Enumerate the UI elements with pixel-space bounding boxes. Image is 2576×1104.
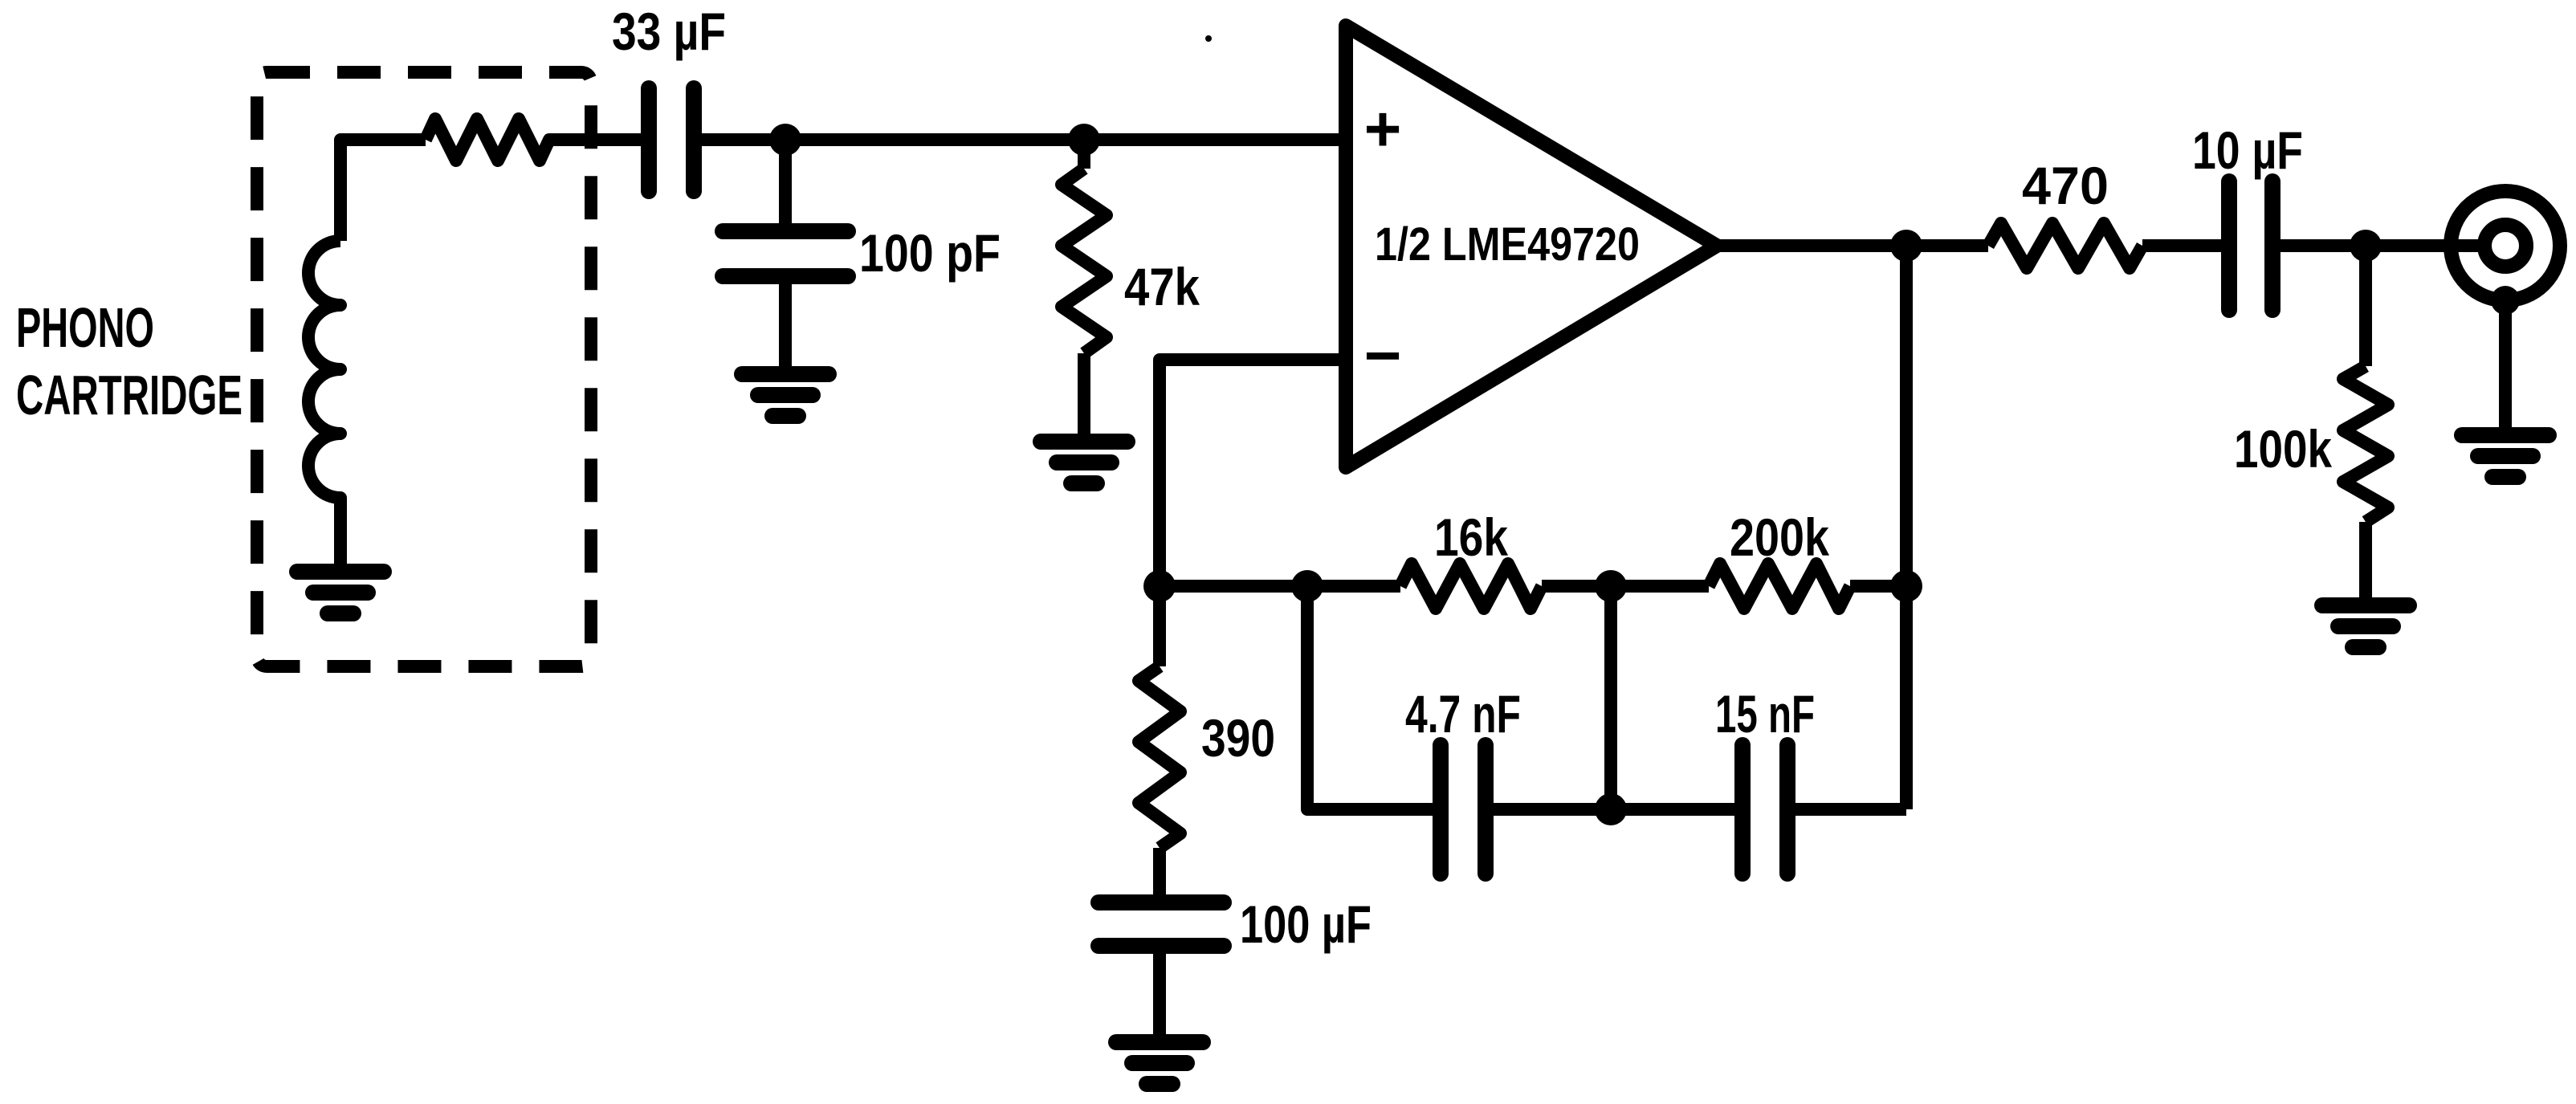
input-coupling-capacitor: 33 µF [612,2,726,199]
ground-icon [1116,1042,1203,1084]
phono-cartridge-source: PHONO CARTRIDGE [16,66,649,673]
input-coupling-capacitor-label: 33 µF [612,2,726,61]
cartridge-wire [334,133,426,241]
feedback-cap-1-label: 4.7 nF [1405,684,1521,743]
junction-dot [1890,570,1922,602]
resistor-zigzag-icon [1983,217,2148,275]
output-series-resistor: 470 [1983,156,2229,275]
ground-icon [297,572,384,613]
opamp: + − 1/2 LME49720 [1339,18,1724,475]
feedback-resistor-2-label: 200k [1730,507,1829,567]
jack-center-pin-icon [2477,218,2533,274]
ground-icon [2462,435,2549,477]
opamp-inverting-mark: − [1364,320,1402,391]
ground-icon [2322,605,2409,647]
feedback-resistor-1-label: 16k [1434,507,1508,567]
resistor-zigzag-icon [1394,557,1548,615]
cartridge-label-line2: CARTRIDGE [16,364,243,426]
opamp-noninverting-mark: + [1364,93,1402,165]
cartridge-resistor-icon [419,112,649,167]
resistor-zigzag-icon [1702,557,1857,615]
output-load-resistor-label: 100k [2234,419,2332,479]
input-shunt-capacitor-label: 100 pF [859,223,1001,283]
resistor-zigzag-icon [2337,361,2395,528]
cartridge-label-line1: PHONO [16,296,154,359]
ground-icon [742,374,829,416]
feedback-network: 16k 200k [1143,507,1922,615]
cartridge-inductor-icon [302,234,347,567]
ground-leg-capacitor-label: 100 µF [1240,894,1372,954]
feedback-ground-leg: 390 100 µF [1090,586,1372,1084]
cartridge-dashed-boundary [251,66,597,673]
output-coupling-capacitor-label: 10 µF [2192,120,2303,180]
feedback-cap-wire [1301,586,1441,816]
resistor-zigzag-icon [1055,163,1113,359]
output-series-resistor-label: 470 [2022,156,2109,215]
input-load-resistor-label: 47k [1124,257,1200,316]
scan-speck-artifact [1205,35,1212,42]
junction-dot [1595,793,1627,825]
feedback-capacitors: 4.7 nF 15 nF [1301,586,1906,882]
output-load-resistor: 100k [2234,230,2409,647]
ground-leg-resistor-label: 390 [1201,708,1275,768]
output-jack [2444,184,2567,477]
opamp-triangle-icon [1339,18,1724,475]
inverting-input-wire [1153,353,1346,586]
output-coupling-capacitor: 10 µF [2192,120,2488,318]
ground-icon [1041,442,1127,483]
resistor-zigzag-icon [1132,661,1187,853]
input-shunt-capacitor: 100 pF [715,124,1001,416]
feedback-cap-2-label: 15 nF [1715,684,1815,743]
input-load-resistor: 47k [1041,124,1200,483]
opamp-label: 1/2 LME49720 [1375,218,1640,271]
